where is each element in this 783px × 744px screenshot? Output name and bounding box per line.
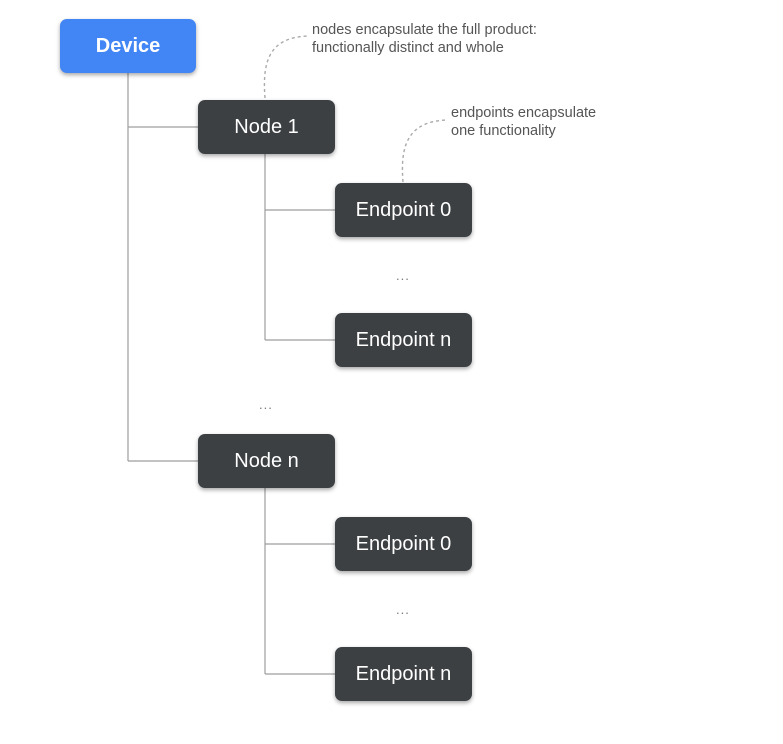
node-n-endpoint-ellipsis: ... — [396, 602, 410, 617]
node-1-box: Node 1 — [198, 100, 335, 154]
node-n-label: Node n — [234, 449, 299, 472]
endpoints-annotation-line-2: one functionality — [451, 123, 556, 139]
node-1-endpoint-n-label: Endpoint n — [355, 328, 452, 351]
node-n-endpoint-0-box: Endpoint 0 — [335, 517, 472, 571]
device-label: Device — [95, 34, 161, 57]
node-1-endpoint-ellipsis: ... — [396, 268, 410, 283]
node-1-endpoint-0-box: Endpoint 0 — [335, 183, 472, 237]
nodes-annotation-line-2: functionally distinct and whole — [312, 40, 504, 56]
node-n-box: Node n — [198, 434, 335, 488]
node-n-endpoint-n-box: Endpoint n — [335, 647, 472, 701]
node-n-endpoint-0-label: Endpoint 0 — [355, 532, 452, 555]
nodes-note-callout — [263, 35, 308, 99]
endpoints-note-callout — [401, 119, 447, 183]
node-n-endpoint-n-label: Endpoint n — [355, 662, 452, 685]
node-1-endpoint-0-label: Endpoint 0 — [355, 198, 452, 221]
node-ellipsis: ... — [259, 397, 273, 412]
endpoints-annotation-line-1: endpoints encapsulate — [451, 105, 597, 121]
device-box: Device — [60, 19, 196, 73]
node-1-endpoint-n-box: Endpoint n — [335, 313, 472, 367]
node-1-label: Node 1 — [234, 115, 299, 138]
nodes-annotation-line-1: nodes encapsulate the full product: — [312, 22, 537, 38]
endpoints-annotation: endpoints encapsulate one functionality — [451, 104, 596, 140]
nodes-annotation: nodes encapsulate the full product: func… — [312, 21, 537, 57]
